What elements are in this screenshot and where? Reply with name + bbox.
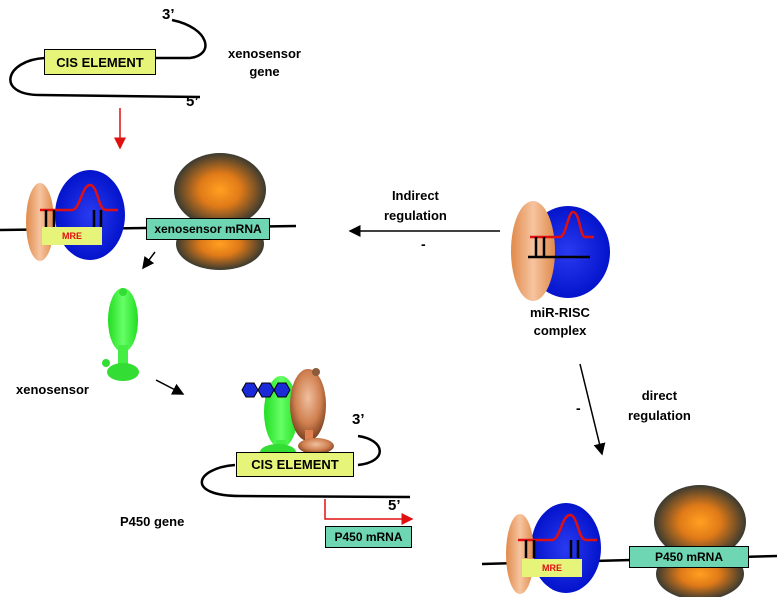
bound-partner-icon bbox=[290, 368, 334, 454]
transcription-arrow bbox=[324, 499, 414, 525]
p450-gene-5prime: 5’ bbox=[388, 497, 401, 514]
mirisc-orange-icon bbox=[511, 201, 555, 301]
indirect-regulation-sign: - bbox=[421, 236, 426, 252]
xeno-mrna-to-protein-arrow bbox=[142, 251, 156, 270]
p450-gene-dna-strand bbox=[200, 434, 411, 499]
xeno-mrna-box: xenosensor mRNA bbox=[146, 218, 270, 240]
xenosensor-to-gene-arrow bbox=[155, 379, 185, 395]
mirisc-mirna-icon bbox=[528, 210, 594, 259]
p450-transcript-box: P450 mRNA bbox=[325, 526, 412, 548]
direct-regulation-sign: - bbox=[576, 400, 581, 416]
top-cis-element: CIS ELEMENT bbox=[44, 49, 156, 75]
p450-risc-orange-icon bbox=[506, 514, 534, 594]
xeno-mre-box: MRE bbox=[42, 227, 102, 245]
direct-regulation-arrow bbox=[579, 363, 606, 456]
indirect-regulation-label: Indirect regulation bbox=[384, 188, 447, 223]
p450-cis-element: CIS ELEMENT bbox=[236, 452, 354, 477]
p450-mrna-box: P450 mRNA bbox=[629, 546, 749, 568]
xeno-ribosome-icon bbox=[174, 153, 266, 227]
p450-mre-box: MRE bbox=[522, 559, 582, 577]
xenosensor-protein-icon bbox=[102, 288, 139, 381]
xeno-risc-blue-icon bbox=[55, 170, 125, 260]
mirisc-complex-label: miR-RISC complex bbox=[530, 305, 590, 338]
direct-regulation-label: direct regulation bbox=[628, 388, 691, 423]
xenosensor-label: xenosensor bbox=[16, 382, 89, 397]
top-gene-3prime: 3’ bbox=[162, 6, 175, 23]
top-gene-dna-strand bbox=[9, 18, 207, 99]
p450-ribosome-icon bbox=[654, 485, 746, 559]
p450-gene-3prime: 3’ bbox=[352, 411, 365, 428]
xeno-mirna-icon bbox=[40, 183, 118, 228]
p450-gene-label: P450 gene bbox=[120, 514, 185, 529]
xeno-risc-orange-icon bbox=[26, 183, 54, 261]
top-gene-5prime: 5’ bbox=[186, 93, 199, 110]
xenosensor-gene-label: xenosensor gene bbox=[228, 46, 301, 79]
ligand-icon bbox=[241, 382, 291, 398]
p450-mirna-icon bbox=[518, 513, 597, 558]
